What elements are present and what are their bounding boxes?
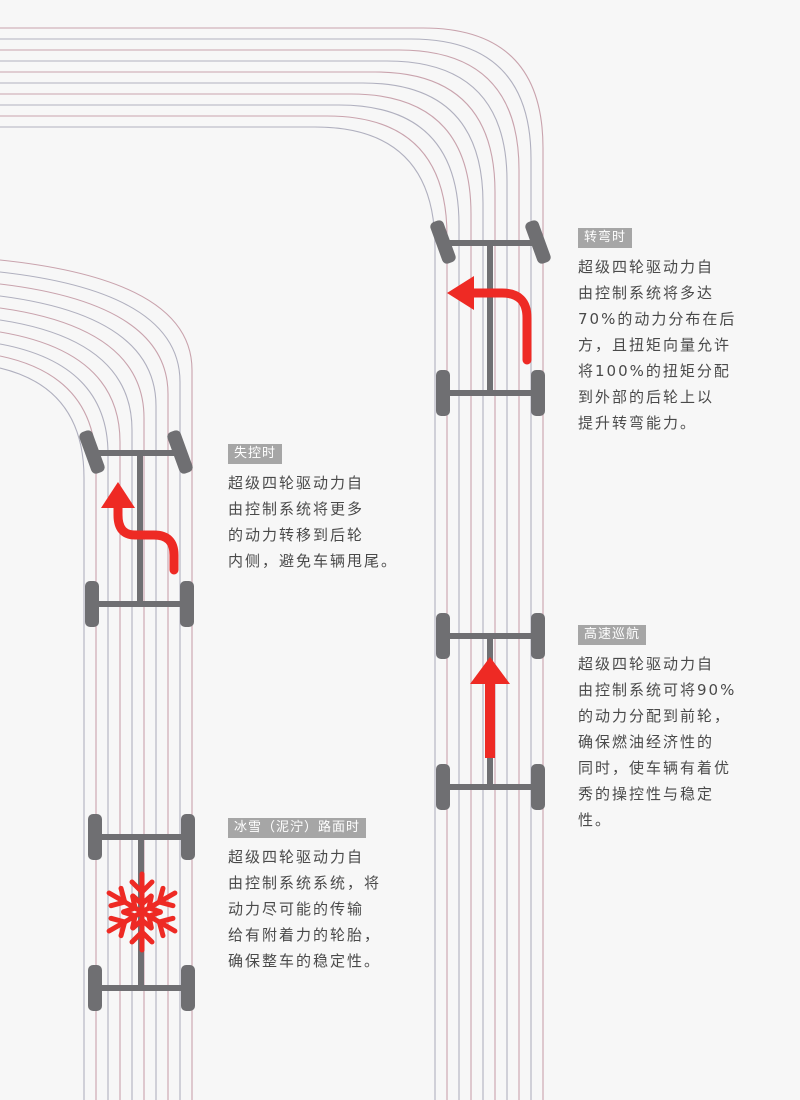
track-line-right [0,60,508,1100]
s-curve-arrow-icon [113,500,179,575]
snowflake-icon [106,871,178,953]
car-cruise [436,613,545,810]
curved-track-right [0,27,544,1100]
rear-axle [443,784,538,790]
rear-left-wheel [436,370,450,416]
oversteer-title: 失控时 [228,444,283,464]
track-line-left [0,367,85,1100]
front-axle [92,450,180,456]
track-line-right [0,49,520,1100]
rear-right-wheel [180,581,194,627]
oversteer-description: 超级四轮驱动力自 由控制系统将更多 的动力转移到后轮 内侧，避免车辆甩尾。 [228,474,399,570]
rear-left-wheel [85,581,99,627]
snowflake-arm [106,885,145,915]
snowflake-arm [139,909,178,939]
panel-oversteer: 失控时 超级四轮驱动力自 由控制系统将更多 的动力转移到后轮 内侧，避免车辆甩尾… [228,442,398,574]
drive-shaft [137,453,143,605]
track-line-right [0,93,472,1100]
turning-description: 超级四轮驱动力自 由控制系统将多达 70%的动力分布在后 方，且扭矩向量允许 将… [578,258,737,432]
rear-axle [92,601,187,607]
track-line-left [0,259,193,1100]
rear-right-wheel [181,965,195,1011]
track-line-right [0,115,448,1100]
cruise-title: 高速巡航 [578,625,647,645]
panel-cruise: 高速巡航 超级四轮驱动力自 由控制系统可将90% 的动力分配到前轮， 确保燃油经… [578,623,748,833]
panel-snow: 冰雪（泥泞）路面时 超级四轮驱动力自 由控制系统系统，将 动力尽可能的传输 给有… [228,816,398,974]
car-oversteer [79,430,194,627]
snowflake-arm [106,909,145,939]
curved-left-arrow-icon [465,288,532,365]
track-line-left [0,331,121,1100]
car-snow [88,814,195,1011]
snowflake-arm [129,909,155,953]
track-line-left [0,295,157,1100]
snow-title: 冰雪（泥泞）路面时 [228,818,367,838]
turning-title: 转弯时 [578,228,633,248]
track-line-right [0,38,532,1100]
track-line-left [0,307,145,1100]
track-line-right [0,104,460,1100]
track-line-right [0,82,484,1100]
panel-turning: 转弯时 超级四轮驱动力自 由控制系统将多达 70%的动力分布在后 方，且扭矩向量… [578,226,748,436]
rear-axle [95,985,188,991]
track-line-right [0,27,544,1100]
rear-right-wheel [531,764,545,810]
curved-left-arrow-head [447,276,474,310]
rear-left-wheel [88,965,102,1011]
rear-left-wheel [436,764,450,810]
track-line-right [0,71,496,1100]
track-line-left [0,355,97,1100]
snowflake-arm [139,885,178,915]
straight-up-arrow-icon [470,657,510,684]
car-turning [430,220,551,416]
rear-axle [443,390,538,396]
rear-right-wheel [531,370,545,416]
snow-description: 超级四轮驱动力自 由控制系统系统，将 动力尽可能的传输 给有附着力的轮胎， 确保… [228,848,382,970]
cruise-description: 超级四轮驱动力自 由控制系统可将90% 的动力分配到前轮， 确保燃油经济性的 同… [578,655,737,829]
straight-up-arrow-shaft [485,680,495,758]
snowflake-arm [129,871,155,915]
curved-track-left [0,259,193,1100]
drive-shaft [487,243,493,393]
track-line-left [0,283,169,1100]
s-curve-arrow-head [101,482,135,508]
track-line-left [0,271,181,1100]
track-line-left [0,343,109,1100]
track-line-left [0,319,133,1100]
